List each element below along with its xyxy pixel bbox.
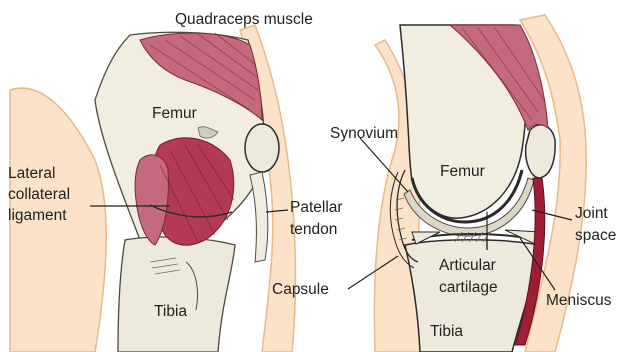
label-articular-line-2: cartilage: [439, 279, 498, 296]
label-lateral-line-2: collateral: [8, 186, 70, 203]
label-quadriceps-muscle: Quadraceps muscle: [175, 11, 313, 28]
label-tibia-left: Tibia: [154, 303, 187, 320]
left-tibia-bone: [118, 237, 235, 352]
right-patella: [526, 125, 556, 178]
left-patellar-tendon: [250, 172, 268, 262]
label-patellar-line-2: tendon: [290, 221, 337, 238]
label-articular-line-1: Articular: [439, 257, 496, 274]
label-lateral-line-1: Lateral: [8, 165, 55, 182]
left-patella: [245, 124, 279, 172]
label-synovium: Synovium: [330, 125, 398, 142]
label-joint-line-1: Joint: [575, 205, 608, 222]
label-femur-left: Femur: [152, 105, 197, 122]
label-lateral-line-3: ligament: [8, 207, 67, 224]
label-patellar-line-1: Patellar: [290, 199, 343, 216]
label-meniscus: Meniscus: [546, 292, 612, 309]
label-capsule: Capsule: [272, 281, 329, 298]
label-femur-right: Femur: [440, 163, 485, 180]
label-joint-line-2: space: [575, 227, 616, 244]
label-tibia-right: Tibia: [430, 323, 463, 340]
